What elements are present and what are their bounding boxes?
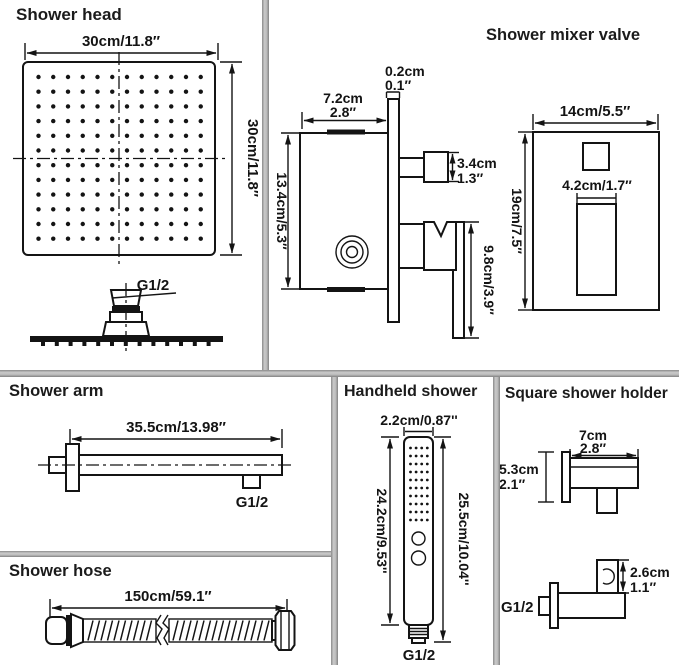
mixer-depth-in-label: 2.8″ [330,104,356,120]
holder-clip-in-label: 1.1″ [630,579,656,595]
hose-length-label: 150cm/59.1″ [124,588,211,605]
holder-height-cm-label: 5.3cm [499,461,539,477]
nozzle-bumps [41,342,211,346]
divider-horizontal-hose [0,551,331,557]
holder-connector-label: G1/2 [501,599,534,616]
mixer-slot-label: 4.2cm/1.7″ [562,177,632,193]
head-height-dimension: 30cm/11.8″ [220,61,261,256]
hose-corrugation-right [172,620,270,641]
divider-vertical-left [331,377,338,665]
head-side-view: G1/2 [30,277,223,352]
hose-corrugation-left [87,620,153,641]
spray-nozzle-grid [36,74,203,241]
shower-hose-title: Shower hose [9,562,112,580]
mixer-side-view: 13.4cm/5.3″ 7.2cm 2.8″ 0.2cm 0.1″ 3.4cm … [274,63,497,339]
arm-length-dimension: 35.5cm/13.98″ [69,419,283,448]
shower-head-diagram: 30cm/11.8″ 30cm/11.8″ G1/2 [13,33,261,352]
mixer-front-height-label: 19cm/7.5″ [509,188,525,254]
holder-side-view: 2.6cm 1.1″ G1/2 [501,559,670,629]
head-width-label: 30cm/11.8″ [82,33,160,50]
mixer-depth-cm-label: 7.2cm [323,90,363,106]
head-width-dimension: 30cm/11.8″ [24,33,219,60]
arm-length-label: 35.5cm/13.98″ [126,419,226,436]
mixer-front-width-label: 14cm/5.5″ [560,103,631,120]
holder-arm-in-label: 2.8″ [580,440,606,456]
head-connector-label: G1/2 [137,277,170,294]
holder-top-view: 7cm 2.8″ 5.3cm 2.1″ [499,427,639,514]
hand-connector-label: G1/2 [403,647,436,664]
divider-horizontal-main [0,370,679,377]
shower-arm-title: Shower arm [9,382,104,400]
mixer-handle-label: 9.8cm/3.9″ [481,245,497,315]
mixer-plate-cm-label: 0.2cm [385,63,425,79]
shower-holder-title: Square shower holder [505,385,668,402]
handheld-shower-title: Handheld shower [344,383,478,400]
hand-wand-drawing: G1/2 [403,436,436,664]
head-height-label: 30cm/11.8″ [244,119,261,197]
hand-body-dimension: 24.2cm/9.53'' [374,436,399,626]
mixer-knob-in-label: 1.3″ [457,170,483,186]
shower-holder-diagram: 7cm 2.8″ 5.3cm 2.1″ 2.6cm 1.1″ [499,427,670,629]
holder-arm-cm-label: 7cm [579,427,607,443]
mixer-front-view: 14cm/5.5″ 19cm/7.5″ 4.2cm/1.7″ [509,103,660,311]
holder-clip-cm-label: 2.6cm [630,564,670,580]
wand-nozzle-grid [409,446,429,522]
hand-total-dimension: 25.5cm/10.04'' [434,436,472,643]
head-face-view [13,52,226,267]
hand-total-label: 25.5cm/10.04'' [456,492,472,585]
hand-body-label: 24.2cm/9.53'' [374,488,390,573]
arm-drawing: G1/2 [38,443,294,511]
handheld-shower-diagram: 2.2cm/0.87'' 24.2cm/9.53'' 25.5cm/10.04'… [374,412,472,664]
mixer-valve-title: Shower mixer valve [486,26,641,44]
holder-height-in-label: 2.1″ [499,476,525,492]
shower-arm-diagram: 35.5cm/13.98″ G1/2 [38,419,294,511]
mixer-knob-cm-label: 3.4cm [457,155,497,171]
hand-width-label: 2.2cm/0.87'' [380,412,458,428]
mixer-height-label: 13.4cm/5.3″ [274,172,290,250]
hose-drawing [45,610,296,651]
arm-connector-label: G1/2 [236,494,269,511]
hand-width-dimension: 2.2cm/0.87'' [380,412,458,436]
connector-threads [409,627,428,636]
mixer-valve-diagram: 13.4cm/5.3″ 7.2cm 2.8″ 0.2cm 0.1″ 3.4cm … [274,63,660,339]
hose-length-dimension: 150cm/59.1″ [49,588,288,617]
mixer-plate-in-label: 0.1″ [385,77,411,93]
shower-head-title: Shower head [16,5,122,24]
divider-vertical-top [262,0,269,371]
divider-vertical-right [493,377,500,665]
shower-hose-diagram: 150cm/59.1″ [45,588,296,651]
